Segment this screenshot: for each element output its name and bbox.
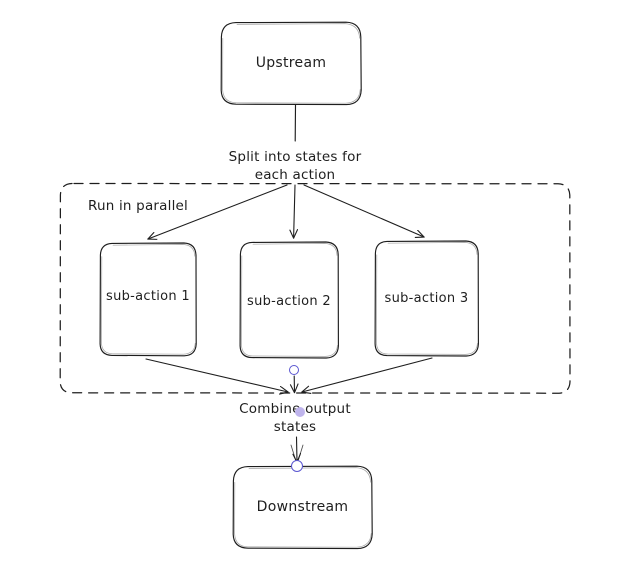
edge-combine-to-downstream	[290, 436, 304, 463]
node-sub-action-1-label: sub-action 1	[106, 289, 190, 305]
parallel-group-label: Run in parallel	[88, 198, 188, 214]
node-upstream[interactable]: Upstream	[221, 22, 361, 105]
node-sub-action-3[interactable]: sub-action 3	[375, 241, 478, 356]
edge-split-to-sub2	[294, 184, 295, 238]
node-sub-action-2-label: sub-action 2	[247, 293, 331, 309]
node-sub-action-3-label: sub-action 3	[384, 291, 469, 307]
combine-output-states-label: Combine output states	[239, 401, 351, 435]
split-into-states-label: Split into states for each action	[228, 149, 362, 183]
edge-split-to-sub3	[303, 184, 424, 237]
combine-midpoint-dot-icon[interactable]	[295, 407, 305, 417]
node-downstream-label: Downstream	[256, 498, 349, 515]
node-sub-action-1[interactable]: sub-action 1	[100, 243, 196, 356]
sub-action-2-bottom-anchor-icon[interactable]	[289, 365, 299, 375]
edge-sub3-to-combine	[302, 357, 433, 392]
node-sub-action-2[interactable]: sub-action 2	[240, 242, 338, 358]
edge-sub1-to-combine	[145, 358, 288, 392]
node-upstream-label: Upstream	[255, 54, 327, 71]
node-downstream[interactable]: Downstream	[233, 466, 372, 549]
downstream-top-anchor-icon[interactable]	[291, 460, 303, 472]
